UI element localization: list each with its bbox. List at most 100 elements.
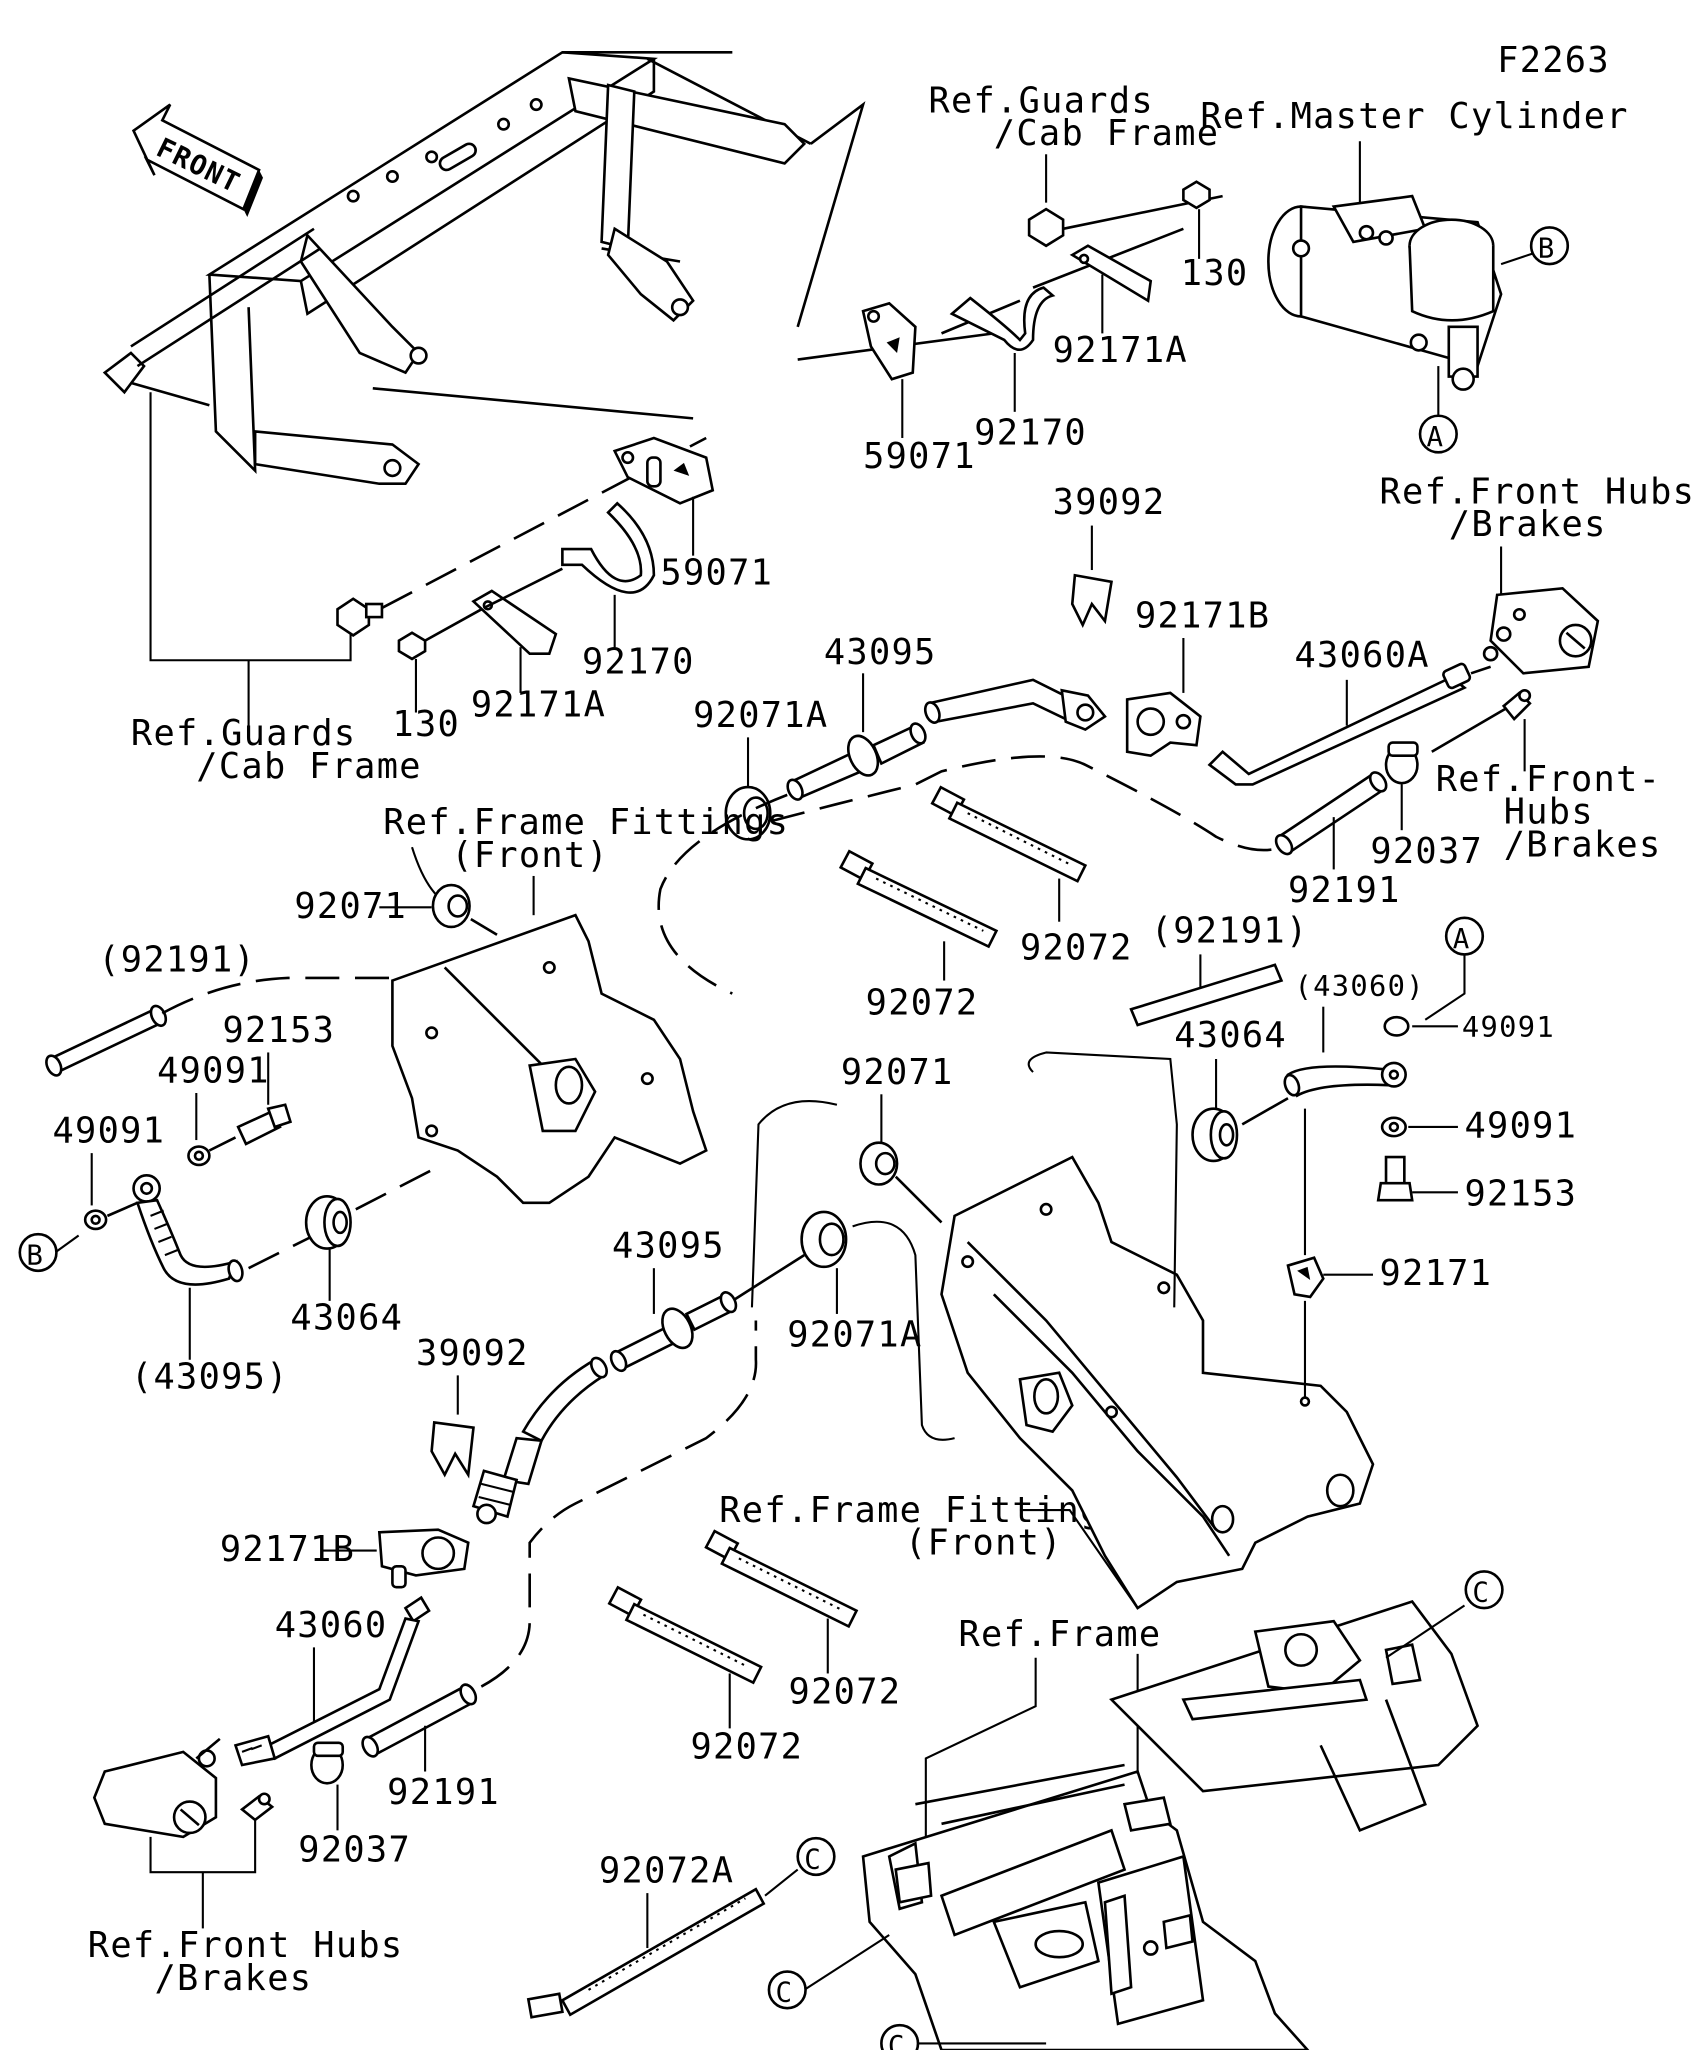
callout-c-92072A: C	[796, 1836, 836, 1877]
ref-front-hubs-2: /Brakes	[1449, 504, 1607, 545]
svg-text:A: A	[1453, 924, 1471, 955]
label-49091-right-1: 49091	[1462, 1010, 1555, 1044]
label-43060: 43060	[275, 1605, 388, 1646]
brake-line-43060	[233, 1595, 431, 1767]
bolt-92153-right	[1376, 1155, 1414, 1202]
label-43060A: 43060A	[1295, 635, 1430, 676]
label-92153-right: 92153	[1464, 1173, 1577, 1214]
brake-caliper-right	[1482, 586, 1600, 675]
grommet-92071A-middle	[800, 1210, 848, 1269]
ref-frame-fittings-1: Ref.Frame Fittings	[383, 802, 789, 843]
grommet-92071-left	[431, 883, 471, 929]
tie-92072-top-1	[930, 785, 1088, 883]
svg-text:B: B	[26, 1240, 44, 1271]
callout-c-top-right: C	[1464, 1570, 1504, 1610]
ref-front-hubs-bottom-1: Ref.Front Hubs	[88, 1925, 404, 1966]
cab-frame-guard	[102, 50, 994, 486]
label-92191-ref-right: (92191)	[1151, 911, 1309, 952]
clip-92171-right	[1286, 1256, 1325, 1299]
hose-43060-ref-right	[1283, 1061, 1407, 1098]
label-43095-middle: 43095	[612, 1226, 725, 1267]
label-49091-right-2: 49091	[1464, 1105, 1577, 1146]
ref-master-cylinder: Ref.Master Cylinder	[1200, 96, 1628, 137]
bleeder-valve-right	[1501, 688, 1532, 722]
label-43095-top: 43095	[824, 632, 937, 673]
callout-c-bottom-1: C	[767, 1970, 807, 2010]
label-39092-top: 39092	[1053, 482, 1166, 523]
ref-front-hubs-alt-2: Hubs	[1504, 792, 1594, 833]
plate-92171A-left	[471, 589, 558, 656]
ref-front-hubs-alt-1: Ref.Front-	[1436, 759, 1662, 800]
ref-frame: Ref.Frame	[959, 1614, 1162, 1655]
washer-49091-left-2	[83, 1209, 108, 1231]
tie-92072-middle-2	[607, 1585, 763, 1685]
ref-guards-cab-frame-top-1: Ref.Guards	[928, 80, 1154, 121]
label-49091-left-1: 49091	[157, 1051, 270, 1092]
bolt-130-left	[336, 597, 384, 637]
tie-92072-top-2	[838, 849, 999, 949]
bolt-130-small	[397, 631, 427, 661]
hose-43095-left	[132, 1174, 244, 1286]
ref-frame-fittings-2: (Front)	[451, 835, 609, 876]
bolt-130-top	[1182, 180, 1211, 210]
grommet-92071-middle	[859, 1141, 899, 1186]
ref-guards-cab-frame-2: /Cab Frame	[196, 746, 421, 787]
ref-front-hubs-bottom-2: /Brakes	[154, 1958, 312, 1999]
callout-c-bottom-2: C	[880, 2023, 920, 2050]
hose-43095-top	[786, 678, 1107, 801]
label-43064-right: 43064	[1174, 1015, 1287, 1056]
grommet-43064-left	[304, 1194, 352, 1250]
label-92191-middle: 92191	[387, 1772, 500, 1813]
callout-b-top: B	[1529, 226, 1570, 266]
callout-a-right: A	[1444, 916, 1485, 956]
clamp-92037-right	[1384, 741, 1419, 785]
label-92170-top: 92170	[974, 413, 1087, 454]
tie-92072-middle-1	[704, 1529, 859, 1629]
svg-text:C: C	[1472, 1578, 1490, 1609]
frame-chassis	[861, 1600, 1480, 2050]
ref-frame-fittings-b-2: (Front)	[905, 1522, 1063, 1563]
label-92171A-top: 92171A	[1053, 330, 1188, 371]
svg-text:C: C	[888, 2031, 906, 2050]
label-92072A: 92072A	[599, 1851, 734, 1892]
label-92071A-top: 92071A	[693, 695, 828, 736]
bracket-92171B-left	[377, 1528, 470, 1589]
clamp-92170-left	[561, 501, 656, 594]
brake-caliper-left	[92, 1737, 221, 1839]
label-92071-middle: 92071	[841, 1052, 954, 1093]
label-59071-left: 59071	[660, 552, 773, 593]
label-92171B-top: 92171B	[1135, 596, 1270, 637]
bleeder-valve-left	[239, 1792, 275, 1822]
label-92191-ref-left: (92191)	[98, 939, 256, 980]
label-92072-top-1: 92072	[1020, 928, 1133, 969]
label-130-top: 130	[1181, 253, 1249, 294]
label-92072-top-2: 92072	[866, 983, 979, 1024]
bolt-92153-left	[236, 1103, 293, 1146]
label-43060-ref: (43060)	[1295, 969, 1425, 1003]
svg-text:C: C	[775, 1978, 793, 2009]
label-92153-left: 92153	[222, 1010, 335, 1051]
ref-guards-cab-frame-top-2: /Cab Frame	[994, 113, 1219, 154]
front-arrow-icon: FRONT	[131, 103, 263, 218]
hose-92191-ref-right	[1129, 963, 1284, 1027]
label-92170-left: 92170	[582, 641, 695, 682]
label-59071-top: 59071	[863, 436, 976, 477]
bolt-top-middle	[1027, 207, 1065, 248]
ref-front-hubs-1: Ref.Front Hubs	[1379, 471, 1695, 512]
washer-49091-right-1	[1383, 1015, 1410, 1037]
grommet-43064-right	[1191, 1107, 1239, 1163]
plate-92171A-top	[1069, 244, 1153, 303]
frame-fitting-left	[391, 913, 708, 1205]
label-92037-left: 92037	[298, 1830, 411, 1871]
label-92071A-middle: 92071A	[787, 1315, 922, 1356]
callout-a-top: A	[1418, 414, 1458, 454]
label-92171A-left: 92171A	[471, 684, 606, 725]
clip-39092-top	[1070, 573, 1113, 629]
label-92072-middle-1: 92072	[789, 1672, 902, 1713]
label-92191-right: 92191	[1288, 870, 1401, 911]
hose-43095-middle	[471, 1291, 738, 1525]
label-92072-middle-2: 92072	[690, 1726, 803, 1767]
ref-front-hubs-alt-3: /Brakes	[1504, 824, 1662, 865]
hose-92191-right	[1274, 771, 1388, 856]
